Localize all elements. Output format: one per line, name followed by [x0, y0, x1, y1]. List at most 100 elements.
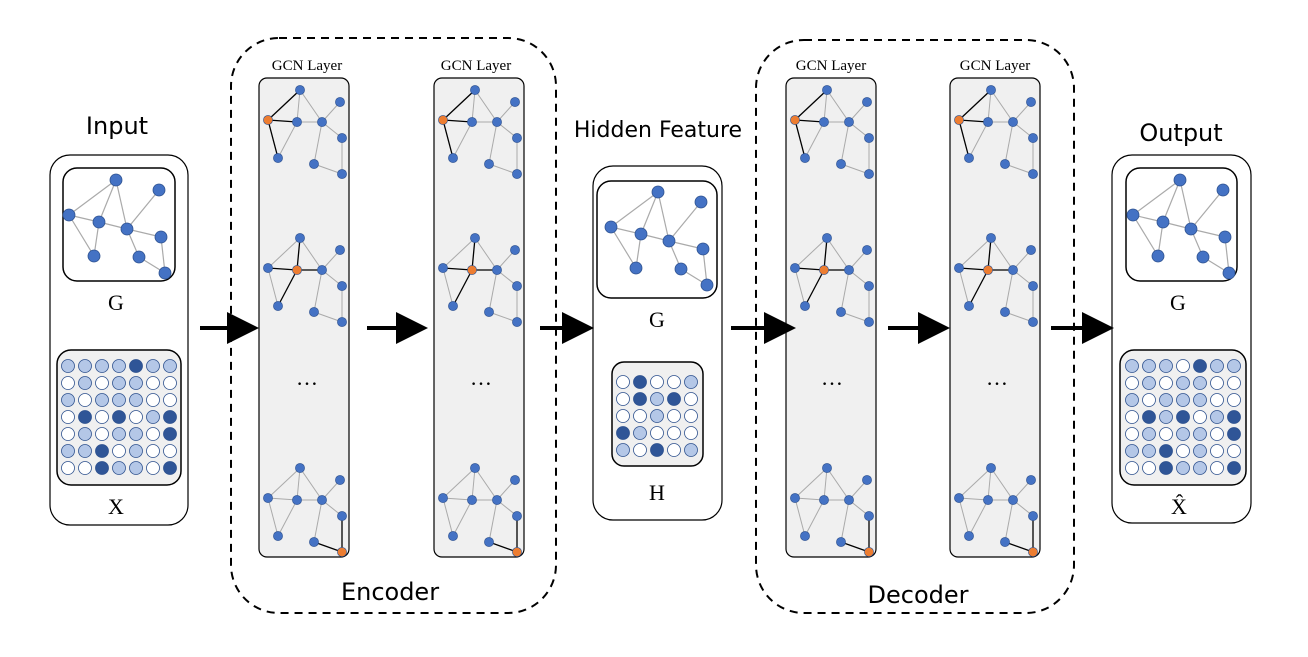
graph-edge: [823, 467, 828, 501]
matrix-cell: [1227, 359, 1241, 373]
matrix-cell: [112, 427, 126, 441]
graph-edge: [640, 191, 659, 235]
matrix-cell: [667, 392, 681, 406]
focus-node: [983, 265, 993, 275]
graph-edge: [1162, 179, 1181, 223]
matrix-cell: [129, 410, 143, 424]
matrix-cell: [163, 393, 177, 407]
matrix-cell: [163, 359, 177, 373]
graph-edge: [990, 237, 1014, 271]
ellipsis: …: [296, 365, 318, 390]
graph-node: [273, 531, 283, 541]
graph-edge: [840, 499, 850, 543]
graph-edge: [471, 467, 476, 501]
matrix-cell: [61, 461, 75, 475]
graph-edge: [958, 267, 970, 307]
graph-node: [1196, 250, 1210, 264]
input-feature-matrix: [61, 359, 177, 475]
graph-edge: [1004, 311, 1034, 323]
matrix-cell: [616, 375, 630, 389]
graph-edge: [474, 237, 498, 271]
graph-node: [263, 493, 273, 503]
focus-node: [790, 115, 800, 125]
matrix-cell: [61, 427, 75, 441]
graph-node: [132, 250, 146, 264]
focus-node: [292, 265, 302, 275]
focus-node: [337, 547, 347, 557]
graph-node: [309, 159, 319, 169]
graph-node: [512, 511, 522, 521]
graph-node: [986, 463, 996, 473]
output-feature-matrix: [1125, 359, 1241, 475]
graph-node: [800, 531, 810, 541]
matrix-cell: [1125, 427, 1139, 441]
graph-node: [986, 233, 996, 243]
graph-node: [790, 493, 800, 503]
focus-node: [954, 115, 964, 125]
graph-node: [448, 153, 458, 163]
matrix-cell: [1159, 444, 1173, 458]
graph-node: [484, 159, 494, 169]
matrix-cell: [1210, 376, 1224, 390]
matrix-cell: [1125, 393, 1139, 407]
matrix-cell: [684, 375, 698, 389]
graph-edge: [313, 311, 343, 323]
graph-edge: [1179, 179, 1192, 230]
graph-node: [1222, 266, 1236, 280]
graph-edge: [968, 121, 989, 159]
graph-edge: [958, 237, 992, 269]
matrix-cell: [1193, 427, 1207, 441]
graph-node: [512, 281, 522, 291]
graph-edge: [826, 467, 850, 501]
graph-node: [335, 97, 345, 107]
graph-node: [864, 133, 874, 143]
graph-node: [492, 265, 502, 275]
matrix-cell: [684, 426, 698, 440]
graph-node: [1028, 133, 1038, 143]
matrix-cell: [1210, 393, 1224, 407]
focus-node: [438, 115, 448, 125]
matrix-cell: [650, 392, 664, 406]
graph-edge: [277, 499, 298, 537]
graph-node: [662, 234, 676, 248]
graph-node: [694, 195, 708, 209]
matrix-cell: [95, 461, 109, 475]
graph-node: [120, 222, 134, 236]
graph-node: [273, 153, 283, 163]
graph-edge: [958, 119, 970, 159]
matrix-cell: [146, 410, 160, 424]
matrix-cell: [78, 393, 92, 407]
gcn-layer-title: GCN Layer: [441, 58, 511, 74]
graph-node: [510, 97, 520, 107]
graph-node: [309, 537, 319, 547]
gcn-panel: [949, 77, 1041, 558]
hidden-matrix-label: H: [649, 480, 665, 505]
graph-node: [1126, 208, 1140, 222]
graph-edge: [958, 497, 970, 537]
graph-edge: [267, 467, 301, 499]
gcn-layer-title: GCN Layer: [960, 58, 1030, 74]
output-graph: [1126, 173, 1236, 280]
graph-edge: [990, 467, 1014, 501]
graph-edge: [987, 237, 992, 271]
matrix-cell: [163, 461, 177, 475]
matrix-cell: [633, 392, 647, 406]
graph-edge: [452, 121, 473, 159]
graph-edge: [115, 179, 128, 230]
graph-node: [109, 173, 123, 187]
matrix-cell: [61, 359, 75, 373]
focus-node: [467, 265, 477, 275]
matrix-cell: [1159, 359, 1173, 373]
graph-node: [470, 85, 480, 95]
graph-node: [470, 463, 480, 473]
matrix-cell: [616, 443, 630, 457]
matrix-cell: [146, 393, 160, 407]
graph-node: [87, 249, 101, 263]
graph-edge: [296, 89, 301, 123]
hidden-graph-label: G: [649, 307, 665, 332]
graph-node: [1028, 511, 1038, 521]
matrix-cell: [1159, 393, 1173, 407]
matrix-cell: [1210, 410, 1224, 424]
graph-edge: [1004, 499, 1014, 543]
